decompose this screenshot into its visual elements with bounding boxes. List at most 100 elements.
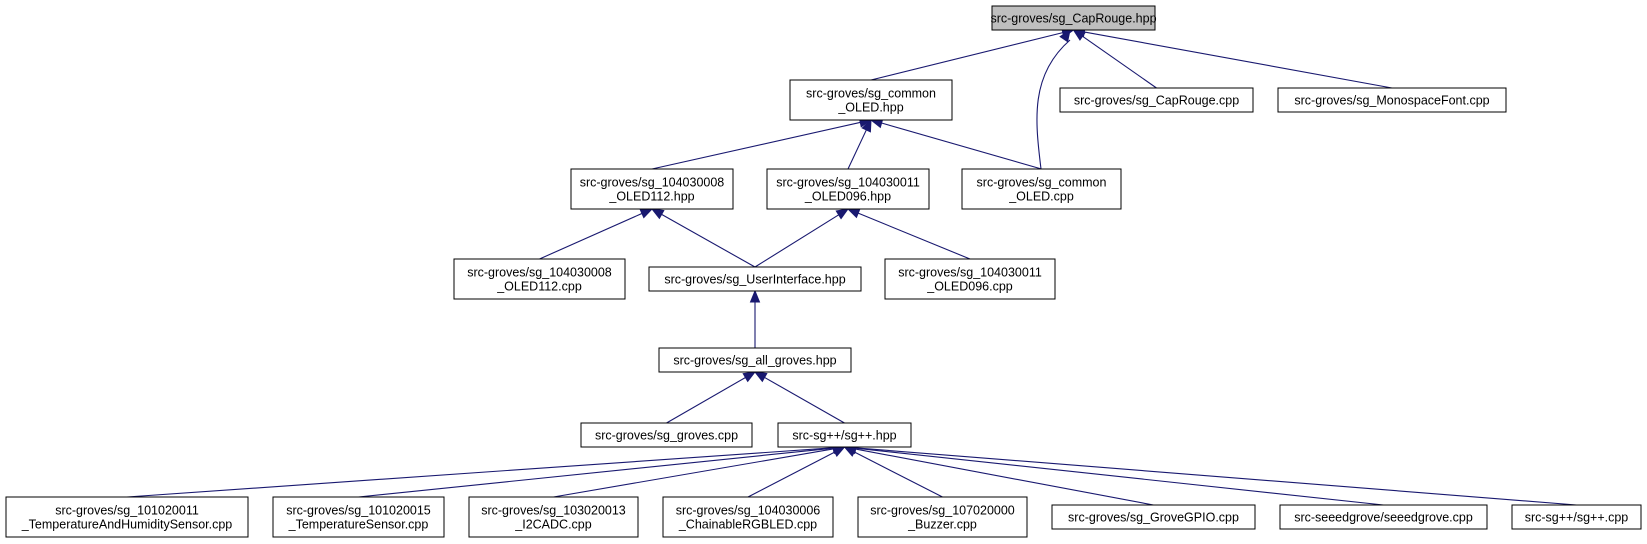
node-gpio-cpp[interactable]: src-groves/sg_GroveGPIO.cpp bbox=[1051, 504, 1256, 530]
node-box bbox=[648, 266, 862, 292]
node-label-line: src-groves/sg_101020015 bbox=[286, 504, 431, 518]
node-label-line: src-seeedgrove/seeedgrove.cpp bbox=[1294, 511, 1473, 525]
node-temp-cpp[interactable]: src-groves/sg_101020015_TemperatureSenso… bbox=[272, 496, 445, 538]
edge-groves-cpp-to-all-groves-hpp bbox=[666, 371, 757, 424]
edge-common-oled-cpp-to-common-oled-hpp bbox=[869, 118, 1042, 170]
node-label-line: src-groves/sg_common bbox=[977, 176, 1107, 190]
node-box bbox=[961, 168, 1122, 210]
node-box bbox=[468, 496, 639, 538]
edge-rgbled-cpp-to-sgpp-hpp bbox=[747, 446, 846, 498]
node-box bbox=[272, 496, 445, 538]
arrowhead bbox=[846, 208, 861, 219]
node-label-line: src-groves/sg_104030008 bbox=[580, 176, 725, 190]
node-label-line: src-groves/sg_104030011 bbox=[898, 266, 1042, 280]
node-label-line: src-sg++/sg++.hpp bbox=[792, 429, 896, 443]
node-caprouge-cpp[interactable]: src-groves/sg_CapRouge.cpp bbox=[1059, 87, 1254, 113]
node-label-line: _TemperatureSensor.cpp bbox=[288, 518, 429, 532]
edge-sgpp-hpp-to-all-groves-hpp bbox=[753, 371, 845, 424]
edge-temp-hum-cpp-to-sgpp-hpp bbox=[126, 442, 846, 498]
node-label-line: src-groves/sg_MonospaceFont.cpp bbox=[1294, 94, 1489, 108]
node-seeed-cpp[interactable]: src-seeedgrove/seeedgrove.cpp bbox=[1279, 504, 1488, 530]
node-box bbox=[857, 496, 1028, 538]
node-box bbox=[658, 347, 852, 373]
node-label-line: _OLED112.cpp bbox=[496, 280, 582, 294]
edges-layer bbox=[126, 26, 1577, 506]
node-label-line: src-groves/sg_103020013 bbox=[481, 504, 626, 518]
node-mono-cpp[interactable]: src-groves/sg_MonospaceFont.cpp bbox=[1277, 87, 1507, 113]
edge-oled096-cpp-to-oled096-hpp bbox=[846, 208, 971, 260]
node-label-line: src-groves/sg_all_groves.hpp bbox=[673, 354, 836, 368]
node-rgbled-cpp[interactable]: src-groves/sg_104030006_ChainableRGBLED.… bbox=[662, 496, 834, 538]
node-box bbox=[1051, 504, 1256, 530]
node-box bbox=[789, 79, 953, 121]
node-oled096-cpp[interactable]: src-groves/sg_104030011_OLED096.cpp bbox=[884, 258, 1056, 300]
arrowhead bbox=[742, 371, 757, 383]
arrowhead bbox=[650, 208, 665, 220]
node-ui-hpp[interactable]: src-groves/sg_UserInterface.hpp bbox=[648, 266, 862, 292]
edge-caprouge-cpp-to-caprouge-hpp bbox=[1072, 29, 1157, 89]
edge-oled112-hpp-to-common-oled-hpp bbox=[651, 117, 873, 170]
node-buzzer-cpp[interactable]: src-groves/sg_107020000_Buzzer.cpp bbox=[857, 496, 1028, 538]
arrowhead bbox=[1059, 28, 1071, 43]
node-box bbox=[1277, 87, 1507, 113]
node-i2cadc-cpp[interactable]: src-groves/sg_103020013_I2CADC.cpp bbox=[468, 496, 639, 538]
node-oled096-hpp[interactable]: src-groves/sg_104030011_OLED096.hpp bbox=[766, 168, 930, 210]
node-box bbox=[766, 168, 930, 210]
edge-buzzer-cpp-to-sgpp-hpp bbox=[843, 446, 943, 498]
edge-common-oled-cpp-to-caprouge-hpp bbox=[1036, 28, 1071, 170]
node-label-line: src-groves/sg_GroveGPIO.cpp bbox=[1068, 511, 1239, 525]
node-box bbox=[5, 496, 249, 538]
node-box bbox=[570, 168, 734, 210]
node-label-line: src-groves/sg_CapRouge.cpp bbox=[1074, 94, 1239, 108]
edge-all-groves-hpp-to-ui-hpp bbox=[749, 289, 761, 348]
node-label-line: _Buzzer.cpp bbox=[907, 518, 977, 532]
node-label-line: _ChainableRGBLED.cpp bbox=[678, 518, 817, 532]
arrowhead bbox=[639, 208, 654, 219]
node-label-line: src-groves/sg_107020000 bbox=[870, 504, 1015, 518]
node-label-line: src-groves/sg_104030011 bbox=[776, 176, 920, 190]
node-common-oled-cpp[interactable]: src-groves/sg_common_OLED.cpp bbox=[961, 168, 1122, 210]
node-caprouge-hpp[interactable]: src-groves/sg_CapRouge.hpp bbox=[990, 5, 1157, 31]
node-groves-cpp[interactable]: src-groves/sg_groves.cpp bbox=[580, 422, 753, 448]
node-label-line: _OLED096.hpp bbox=[804, 190, 891, 204]
node-box bbox=[884, 258, 1056, 300]
node-box bbox=[1279, 504, 1488, 530]
arrowhead bbox=[861, 118, 872, 133]
node-common-oled-hpp[interactable]: src-groves/sg_common_OLED.hpp bbox=[789, 79, 953, 121]
edge-oled112-cpp-to-oled112-hpp bbox=[539, 208, 654, 260]
arrowhead bbox=[831, 446, 846, 457]
node-label-line: src-groves/sg_104030008 bbox=[467, 266, 612, 280]
edge-ui-hpp-to-oled112-hpp bbox=[650, 208, 756, 268]
node-label-line: _I2CADC.cpp bbox=[514, 518, 591, 532]
node-all-groves-hpp[interactable]: src-groves/sg_all_groves.hpp bbox=[658, 347, 852, 373]
node-sgpp-hpp[interactable]: src-sg++/sg++.hpp bbox=[777, 422, 912, 448]
node-box bbox=[1059, 87, 1254, 113]
edge-ui-hpp-to-oled096-hpp bbox=[754, 208, 850, 268]
nodes-layer: src-groves/sg_CapRouge.hpp src-groves/sg_… bbox=[5, 5, 1642, 538]
node-label-line: src-groves/sg_101020011 bbox=[55, 504, 199, 518]
node-label-line: _OLED.hpp bbox=[837, 101, 903, 115]
edge-oled096-hpp-to-common-oled-hpp bbox=[847, 118, 872, 170]
node-label-line: _TemperatureAndHumiditySensor.cpp bbox=[21, 518, 233, 532]
node-box bbox=[777, 422, 912, 448]
node-temp-hum-cpp[interactable]: src-groves/sg_101020011_TemperatureAndHu… bbox=[5, 496, 249, 538]
node-box bbox=[1511, 504, 1642, 530]
node-box bbox=[453, 258, 626, 300]
node-oled112-cpp[interactable]: src-groves/sg_104030008_OLED112.cpp bbox=[453, 258, 626, 300]
edge-mono-cpp-to-caprouge-hpp bbox=[1072, 26, 1393, 89]
node-label-line: _OLED096.cpp bbox=[926, 280, 1013, 294]
node-box bbox=[580, 422, 753, 448]
edge-common-oled-hpp-to-caprouge-hpp bbox=[870, 27, 1075, 81]
node-sgpp-cpp[interactable]: src-sg++/sg++.cpp bbox=[1511, 504, 1642, 530]
node-label-line: src-sg++/sg++.cpp bbox=[1525, 511, 1629, 525]
arrowhead bbox=[749, 289, 761, 303]
node-label-line: _OLED.cpp bbox=[1008, 190, 1074, 204]
edge-i2cadc-cpp-to-sgpp-hpp bbox=[553, 443, 846, 498]
node-label-line: src-groves/sg_UserInterface.hpp bbox=[664, 273, 845, 287]
arrowhead bbox=[835, 208, 850, 220]
node-box bbox=[991, 5, 1156, 31]
node-oled112-hpp[interactable]: src-groves/sg_104030008_OLED112.hpp bbox=[570, 168, 734, 210]
node-label-line: src-groves/sg_104030006 bbox=[676, 504, 821, 518]
node-label-line: src-groves/sg_CapRouge.hpp bbox=[990, 12, 1156, 26]
